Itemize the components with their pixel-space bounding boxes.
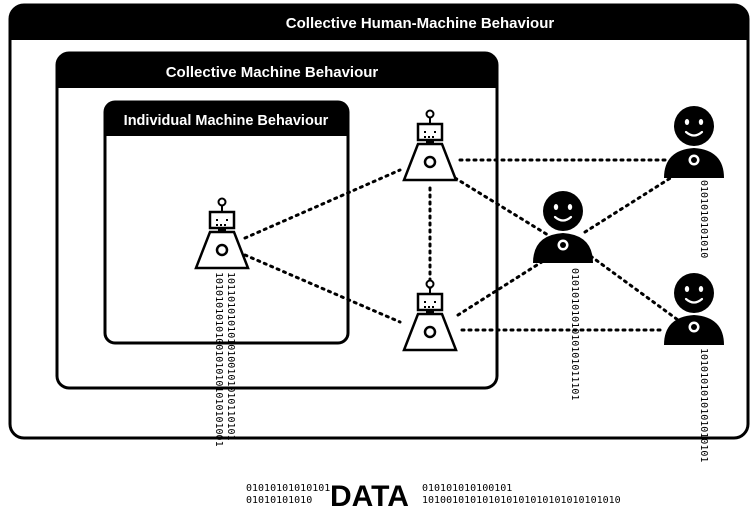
connection-links	[243, 158, 682, 332]
outer-box-title: Collective Human-Machine Behaviour	[286, 15, 555, 32]
link-robot-left-robot-bottom	[243, 253, 402, 324]
link-human-mid-human-right-bottom	[583, 250, 680, 322]
bit-stream-robot-left-b: 10101010101001010101010101001	[213, 272, 224, 447]
link-human-mid-human-right-top	[583, 170, 682, 234]
data-label: DATA	[330, 480, 409, 513]
bit-stream-human-right-top: 0101010101010	[698, 180, 709, 258]
bit-stream-bottom-left-a: 01010101010101	[246, 483, 330, 494]
bit-stream-robot-left-a: 1011010101010100101010110101	[225, 272, 236, 441]
inner-box-title: Individual Machine Behaviour	[124, 113, 329, 129]
middle-box-title: Collective Machine Behaviour	[166, 64, 379, 81]
bit-stream-bottom-left-b: 01010101010	[246, 495, 312, 506]
bit-stream-bottom-right-b: 101001010101010101010101010101010	[422, 495, 621, 506]
bit-streams: 1011010101010100101010110101 10101010101…	[213, 180, 709, 513]
bit-stream-human-mid: 0101010101010101011101	[569, 268, 580, 400]
link-robot-top-human-mid	[453, 176, 550, 237]
link-robot-left-robot-top	[243, 168, 402, 240]
bit-stream-human-right-bottom: 1010101010101010101	[698, 348, 709, 462]
bit-stream-bottom-right-a: 010101010100101	[422, 483, 512, 494]
